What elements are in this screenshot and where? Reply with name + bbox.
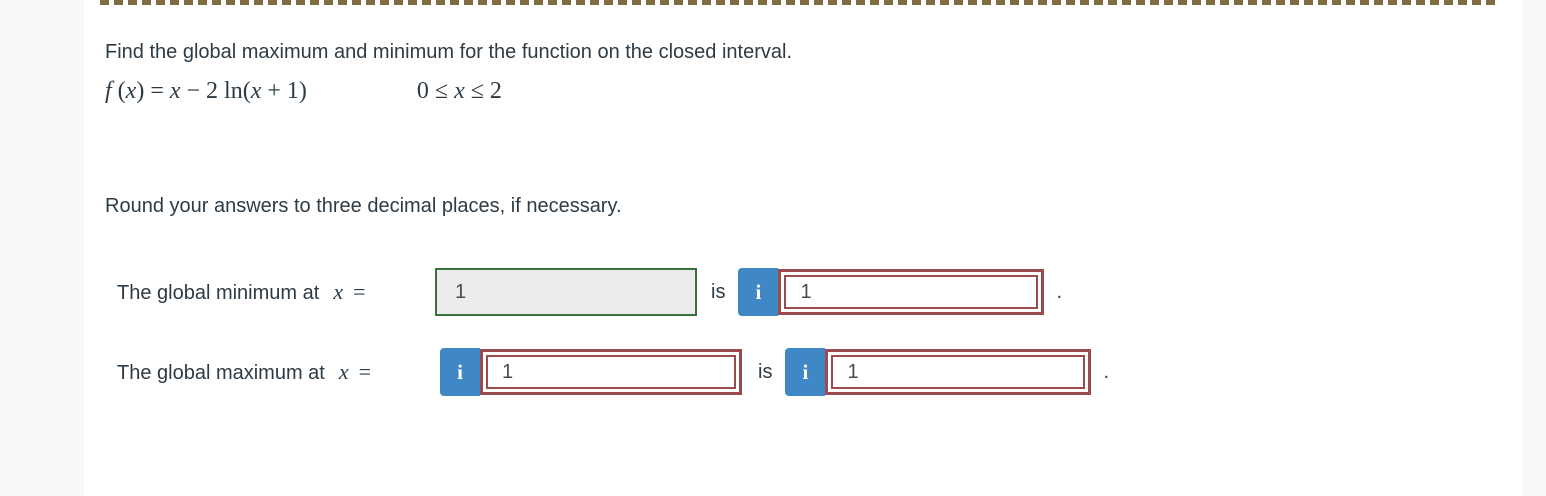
is-label: is	[711, 280, 726, 303]
equals-sign: =	[358, 359, 372, 384]
is-label: is	[758, 360, 773, 383]
global-max-x-group: i	[440, 348, 742, 396]
sentence-period: .	[1056, 280, 1063, 303]
global-max-value-input[interactable]	[831, 355, 1086, 389]
rounding-instruction: Round your answers to three decimal plac…	[105, 195, 622, 217]
sentence-period: .	[1103, 360, 1110, 383]
question-prompt: Find the global maximum and minimum for …	[105, 41, 793, 63]
question-divider	[100, 0, 1497, 5]
question-panel: Find the global maximum and minimum for …	[84, 0, 1522, 496]
info-icon: i	[755, 279, 762, 304]
global-min-value-group: i	[738, 268, 1045, 316]
global-max-x-input[interactable]	[486, 355, 736, 389]
global-min-value-input[interactable]	[784, 275, 1039, 309]
global-max-value-group: i	[785, 348, 1092, 396]
global-min-x-input	[435, 268, 697, 316]
incorrect-answer-frame	[480, 349, 742, 395]
info-button[interactable]: i	[440, 348, 480, 396]
variable-x: x	[333, 279, 344, 304]
info-icon: i	[457, 359, 463, 384]
equals-sign: =	[353, 279, 366, 304]
incorrect-answer-frame	[778, 269, 1045, 315]
info-icon: i	[802, 359, 809, 384]
info-button[interactable]: i	[785, 348, 826, 396]
incorrect-answer-frame	[825, 349, 1092, 395]
formula-fx: f (x) = x − 2 ln(x + 1)	[105, 78, 307, 104]
info-button[interactable]: i	[738, 268, 779, 316]
variable-x: x	[338, 359, 349, 384]
global-maximum-row: The global maximum atx= i is i .	[117, 347, 1522, 397]
formula-interval: 0 ≤ x ≤ 2	[416, 78, 502, 104]
function-formula: f (x) = x − 2 ln(x + 1) 0 ≤ x ≤ 2	[105, 73, 1522, 109]
global-minimum-row: The global minimum atx= is i .	[117, 267, 1522, 317]
